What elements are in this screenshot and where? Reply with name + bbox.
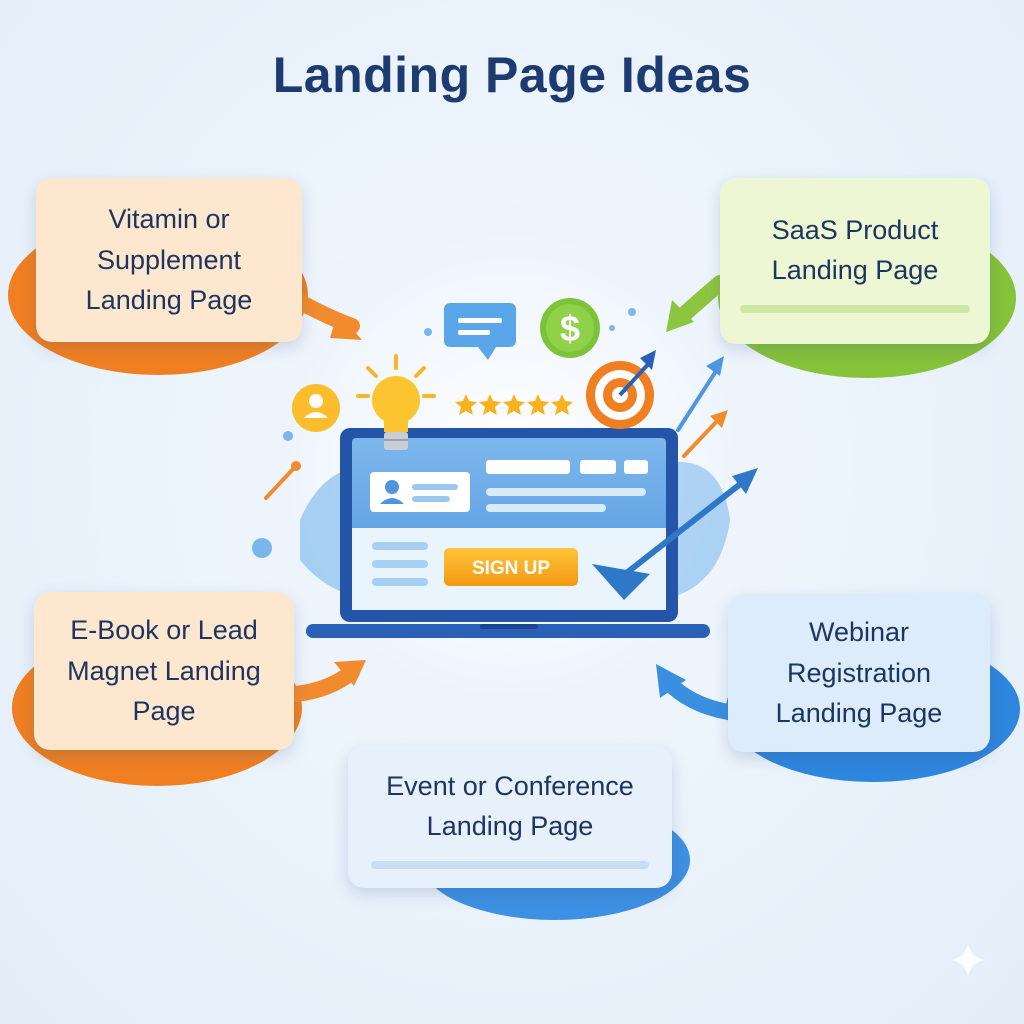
ebook-card-label: E-Book or Lead Magnet Landing Page (67, 615, 261, 727)
webinar-card-label: Webinar Registration Landing Page (775, 617, 943, 729)
event-card-label: Event or Conference Landing Page (386, 770, 634, 842)
growth-arrow-icon (264, 356, 728, 500)
sparkle-icon (950, 942, 986, 978)
page-title: Landing Page Ideas (272, 47, 752, 103)
webinar-arrow-icon (656, 664, 736, 720)
target-icon (586, 350, 656, 429)
ebook-arrow-icon (288, 660, 366, 702)
webinar-card[interactable]: Webinar Registration Landing Page (728, 594, 990, 752)
cursor-arrow-icon (592, 468, 758, 600)
saas-card-label: SaaS Product Landing Page (771, 214, 939, 286)
decorative-dots (252, 308, 636, 558)
chat-bubble-icon (444, 303, 516, 360)
svg-text:$: $ (560, 308, 580, 349)
saas-card-divider (740, 304, 970, 313)
vitamin-arrow-icon (292, 294, 362, 340)
vitamin-card-label: Vitamin or Supplement Landing Page (85, 204, 253, 316)
dollar-coin-icon: $ (540, 298, 600, 358)
event-card-divider (371, 860, 649, 869)
user-avatar-icon (292, 384, 340, 432)
saas-arrow-icon (666, 275, 728, 332)
sign-up-button: SIGN UP (444, 548, 578, 586)
vitamin-card[interactable]: Vitamin or Supplement Landing Page (36, 178, 302, 342)
cta-label: SIGN UP (472, 558, 550, 579)
lightbulb-icon (356, 354, 436, 450)
laptop-icon: SIGN UP (306, 428, 710, 638)
event-card[interactable]: Event or Conference Landing Page (348, 746, 672, 888)
star-rating-icon (455, 394, 573, 415)
saas-card[interactable]: SaaS Product Landing Page (720, 178, 990, 344)
ebook-card[interactable]: E-Book or Lead Magnet Landing Page (34, 592, 294, 750)
